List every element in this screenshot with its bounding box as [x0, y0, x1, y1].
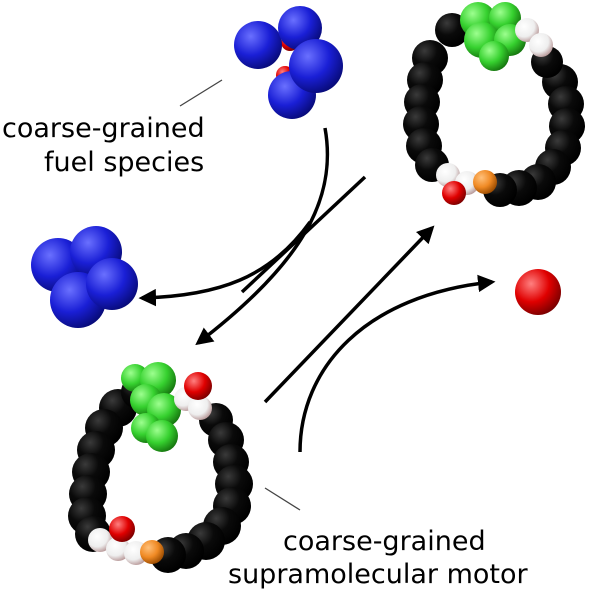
binding-site-top-right: [436, 18, 553, 205]
ring-top-right: [460, 2, 526, 71]
arrow-forward-bottom: [263, 225, 435, 404]
reaction-arrows: [138, 127, 496, 453]
fuel-leader-line: [179, 79, 223, 107]
fuel-label-line2: fuel species: [44, 147, 204, 178]
binding-site-bottom-left: [88, 372, 212, 565]
fuel-species-top: [234, 6, 343, 119]
motor-label-line2: supramolecular motor: [228, 559, 529, 590]
ring-bottom-left: [121, 362, 181, 452]
motor-bottom-left: [68, 362, 253, 573]
motor-top-right: [403, 2, 585, 207]
motor-leader-line: [264, 487, 301, 511]
backbone-bottom-left: [68, 375, 253, 573]
arrow-reverse-top: [240, 175, 367, 294]
released-particle: [515, 269, 561, 315]
fuel-label-line1: coarse-grained: [2, 113, 205, 144]
motor-label-line1: coarse-grained: [283, 526, 486, 557]
arrow-particle-release: [298, 274, 496, 453]
fuel-species-released: [31, 226, 138, 328]
arrow-binding-path: [195, 127, 330, 346]
backbone-top-right: [403, 13, 585, 207]
